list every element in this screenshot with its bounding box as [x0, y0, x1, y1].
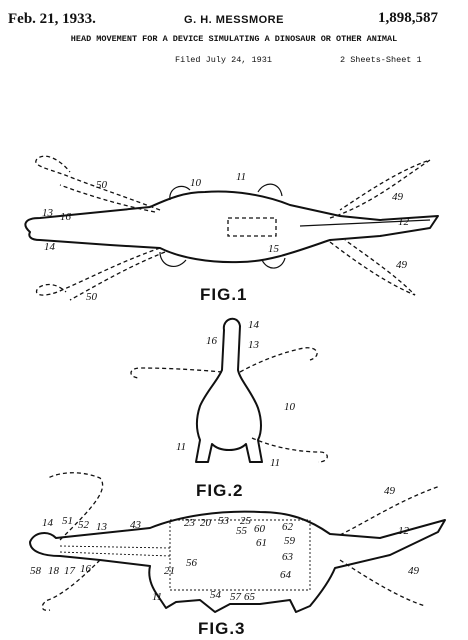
fig3-ref-56: 56	[186, 557, 198, 569]
fig1-ref-50-top: 50	[96, 179, 108, 191]
fig1-ref-49-bottom: 49	[396, 259, 408, 271]
fig2-ref-14: 14	[248, 319, 260, 331]
patent-number: 1,898,587	[378, 10, 438, 26]
fig1-ref-49-top: 49	[392, 191, 404, 203]
fig3-ref-25: 25	[240, 515, 252, 527]
fig1-ref-50-bottom: 50	[86, 291, 98, 303]
fig3-ref-12: 12	[398, 525, 410, 537]
fig3-ref-13: 13	[96, 521, 108, 533]
fig1-ref-16: 16	[60, 211, 72, 223]
filed-date: Filed July 24, 1931	[175, 55, 272, 65]
fig3-ref-64: 64	[280, 569, 292, 581]
fig2-ref-11-left: 11	[176, 441, 186, 453]
fig1-ref-13: 13	[42, 207, 54, 219]
fig3-ref-54: 54	[210, 589, 222, 601]
fig3-ref-20: 20	[200, 517, 212, 529]
fig1-ref-15: 15	[268, 243, 280, 255]
fig1-ref-11: 11	[236, 171, 246, 183]
inventor-name: G. H. MESSMORE	[184, 14, 284, 26]
fig2-ref-13: 13	[248, 339, 260, 351]
fig3-ref-60: 60	[254, 523, 266, 535]
patent-title: HEAD MOVEMENT FOR A DEVICE SIMULATING A …	[70, 34, 398, 44]
fig3-ref-53: 53	[218, 515, 230, 527]
fig3-ref-17: 17	[64, 565, 76, 577]
fig3-ref-51: 51	[62, 515, 73, 527]
dinosaur-top-view-drawing: 50 10 11 12 13 14 15 16 49 49 50 FIG.1	[24, 155, 439, 304]
fig3-ref-14: 14	[42, 517, 54, 529]
sheet-count: 2 Sheets-Sheet 1	[340, 55, 422, 65]
fig3-ref-58: 58	[30, 565, 42, 577]
fig3-ref-65: 65	[244, 591, 256, 603]
fig3-ref-43: 43	[130, 519, 142, 531]
fig3-ref-63: 63	[282, 551, 294, 563]
fig3-ref-55: 55	[236, 525, 248, 537]
fig3-label: FIG.3	[198, 619, 246, 638]
fig1-ref-10: 10	[190, 177, 202, 189]
fig3-ref-18: 18	[48, 565, 60, 577]
fig3-ref-49-top: 49	[384, 485, 396, 497]
fig2-label: FIG.2	[196, 481, 244, 500]
fig1-label: FIG.1	[200, 285, 248, 304]
dinosaur-side-view-drawing: 49 12 49 14 51 52 13 43 23 20 53 25 55 6…	[29, 472, 446, 638]
fig1-ref-14: 14	[44, 241, 56, 253]
fig2-ref-16: 16	[206, 335, 218, 347]
fig3-ref-11: 11	[152, 591, 162, 603]
fig3-ref-61: 61	[256, 537, 267, 549]
fig3-ref-23: 23	[184, 517, 196, 529]
dinosaur-front-view-drawing: 14 16 13 10 11 11 FIG.2	[130, 317, 328, 500]
fig3-ref-57: 57	[230, 591, 242, 603]
fig3-ref-52: 52	[78, 519, 90, 531]
fig2-ref-11-right: 11	[270, 457, 280, 469]
fig3-ref-62: 62	[282, 521, 294, 533]
fig2-ref-10: 10	[284, 401, 296, 413]
patent-date: Feb. 21, 1933.	[8, 11, 96, 27]
fig3-ref-21: 21	[164, 565, 175, 577]
fig3-ref-49-bottom: 49	[408, 565, 420, 577]
fig3-ref-16: 16	[80, 563, 92, 575]
fig1-ref-12: 12	[398, 216, 410, 228]
fig3-ref-59: 59	[284, 535, 296, 547]
